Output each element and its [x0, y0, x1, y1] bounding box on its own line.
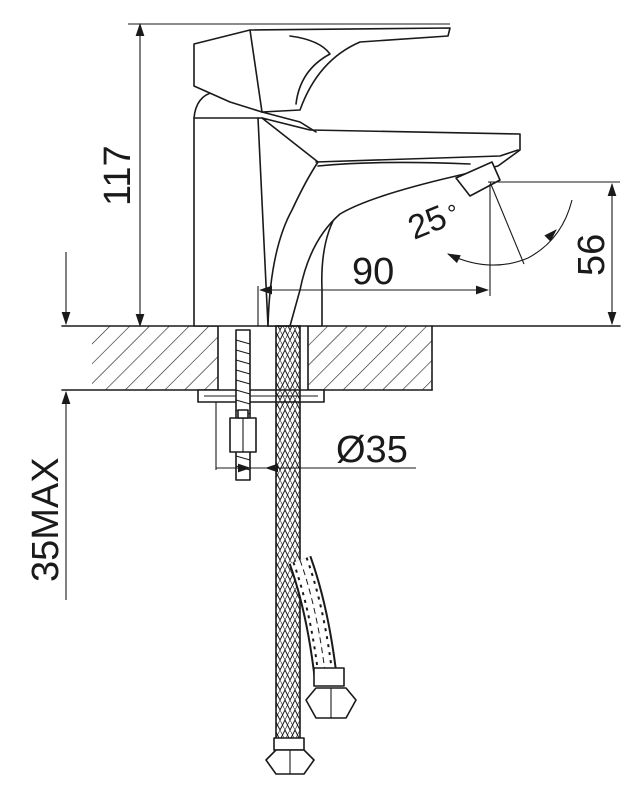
label-deck-35max: 35MAX — [25, 457, 67, 582]
supply-hoses — [265, 325, 357, 775]
dimension-height-56: 56 — [488, 181, 620, 326]
dimension-deck-35max: 35MAX — [25, 252, 71, 600]
dimension-diameter-35: Ø35 — [215, 402, 416, 473]
countertop — [61, 325, 621, 391]
dimension-angle-25: 25 ° — [403, 181, 573, 266]
dimension-height-117: 117 — [97, 22, 450, 328]
faucet-lever — [193, 27, 451, 133]
dimension-reach-90: 90 — [257, 184, 491, 326]
faucet-spout — [261, 117, 521, 327]
label-reach-90: 90 — [352, 251, 394, 293]
label-diameter-35: Ø35 — [336, 429, 408, 471]
label-height-56: 56 — [571, 234, 613, 276]
label-height-117: 117 — [97, 145, 139, 206]
